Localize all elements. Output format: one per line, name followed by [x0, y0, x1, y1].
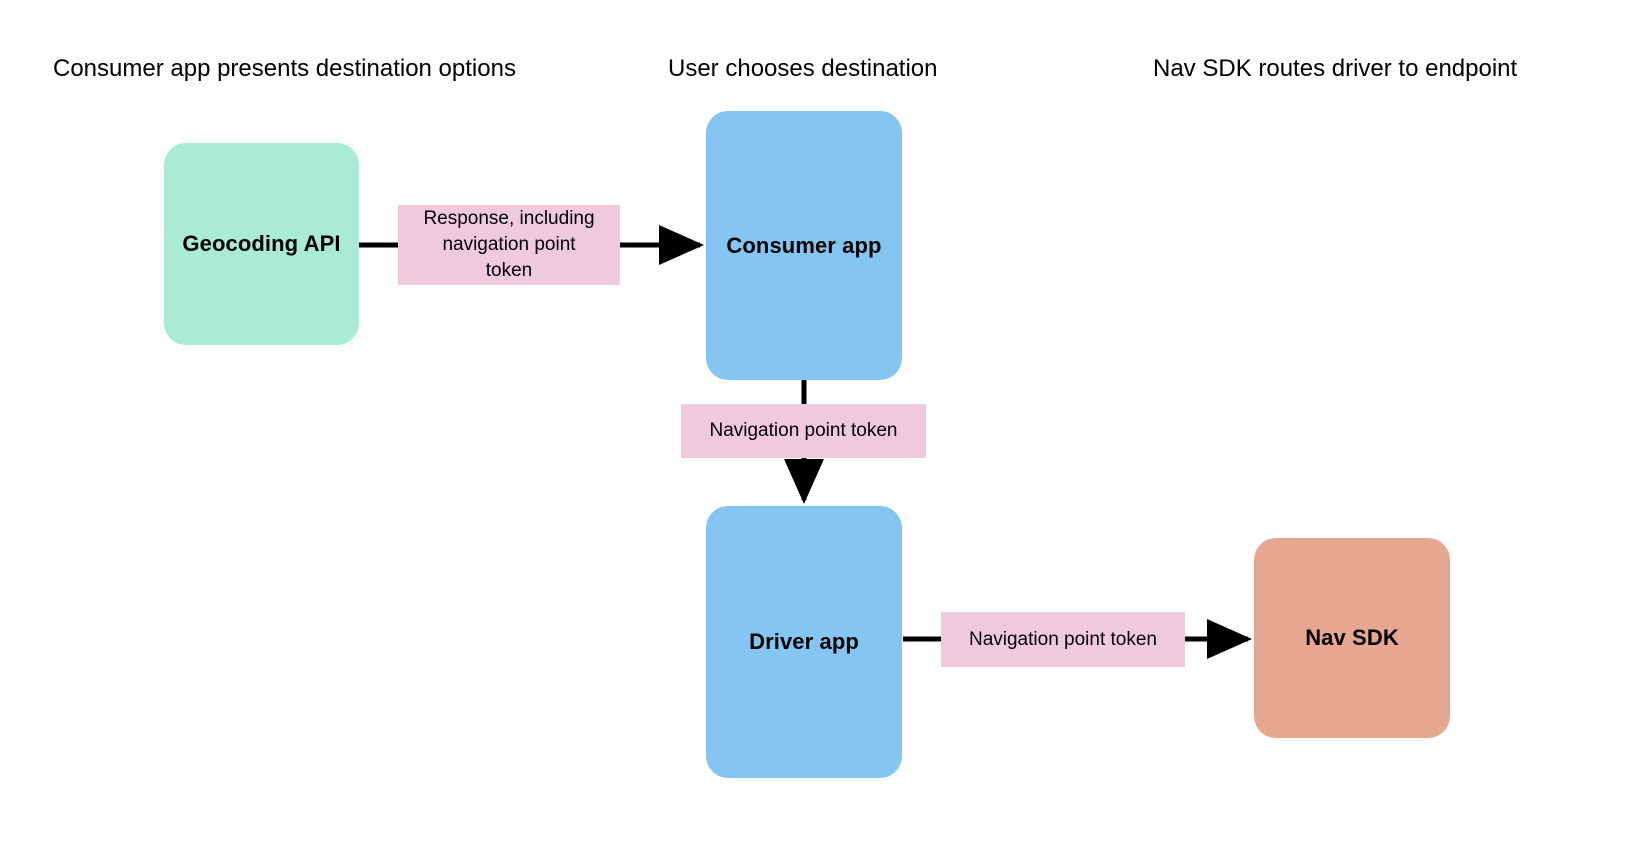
- node-nav-sdk[interactable]: Nav SDK: [1254, 538, 1450, 738]
- edge-label-response-including-token-text: Response, including navigation point tok…: [423, 208, 595, 281]
- node-consumer-app[interactable]: Consumer app: [706, 111, 902, 380]
- node-driver-app-label: Driver app: [749, 629, 859, 654]
- edge-label-navigation-point-token-horizontal: Navigation point token: [941, 612, 1185, 667]
- node-nav-sdk-label: Nav SDK: [1305, 625, 1399, 650]
- column-header-nav-routes: Nav SDK routes driver to endpoint: [1153, 55, 1518, 82]
- column-header-consumer-options: Consumer app presents destination option…: [53, 55, 516, 82]
- edge-label-navigation-point-token-horizontal-text: Navigation point token: [968, 628, 1157, 650]
- node-geocoding-api[interactable]: Geocoding API: [164, 143, 359, 345]
- edge-label-navigation-point-token-vertical: Navigation point token: [681, 404, 926, 458]
- edge-label-response-including-token: Response, including navigation point tok…: [398, 205, 620, 285]
- edge-label-navigation-point-token-vertical-text: Navigation point token: [709, 420, 898, 441]
- column-header-user-chooses: User chooses destination: [668, 55, 938, 82]
- node-consumer-app-label: Consumer app: [726, 232, 882, 258]
- node-geocoding-api-label: Geocoding API: [182, 231, 341, 256]
- node-driver-app[interactable]: Driver app: [706, 506, 902, 778]
